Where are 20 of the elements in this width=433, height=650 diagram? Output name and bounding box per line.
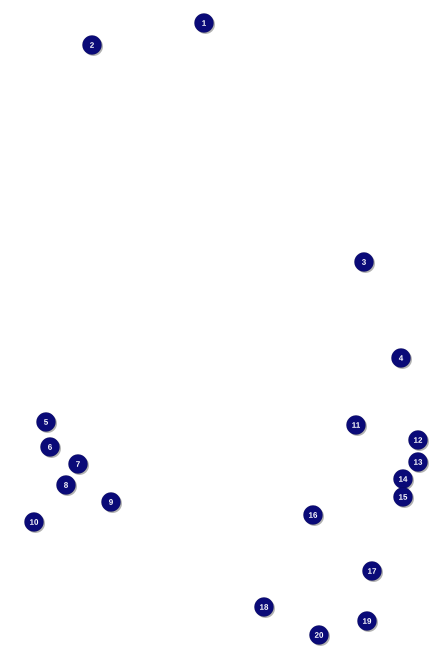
callout-number: 9: [101, 492, 122, 513]
callout-number: 11: [346, 415, 367, 436]
callout-number: 18: [254, 597, 275, 618]
callout-number: 2: [82, 35, 103, 56]
callout-number: 20: [309, 625, 330, 646]
callout-number: 13: [408, 452, 429, 473]
callout-number: 4: [391, 348, 412, 369]
callout-number: 17: [362, 561, 383, 582]
callout-number: 16: [303, 505, 324, 526]
callout-number: 8: [56, 475, 77, 496]
callout-number: 14: [393, 469, 414, 490]
callout-number: 15: [393, 487, 414, 508]
callout-number: 5: [36, 412, 57, 433]
callout-number: 3: [354, 252, 375, 273]
callout-number: 1: [194, 13, 215, 34]
callout-number: 7: [68, 454, 89, 475]
callout-number: 12: [408, 430, 429, 451]
callout-number: 19: [357, 611, 378, 632]
callout-number: 10: [24, 512, 45, 533]
callout-number: 6: [40, 437, 61, 458]
